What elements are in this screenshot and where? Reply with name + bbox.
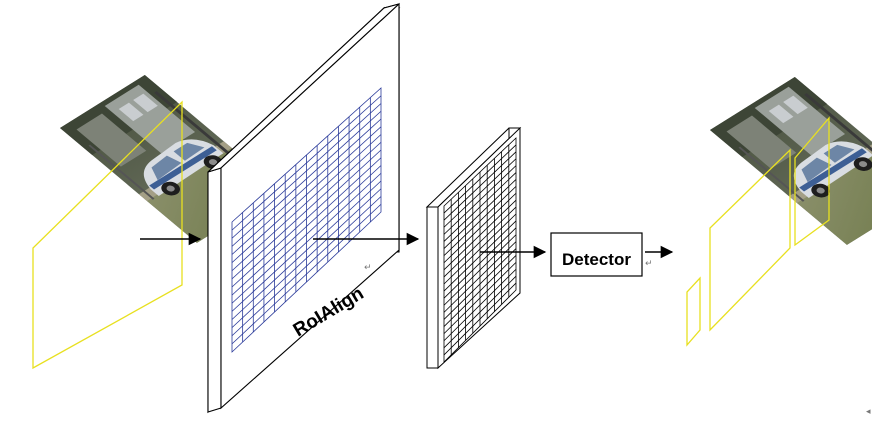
output-image [710,77,872,245]
blackGrid-row-line [443,192,517,264]
blackGrid-row-line [443,206,517,278]
blueGrid-row-line [231,118,382,255]
roi-grid [231,87,382,353]
feature-map-plate [207,2,401,414]
corner-mark: ◂ [866,407,871,417]
street-car-photo-with-boxes-icon [710,77,872,245]
blueGrid-row-line [231,103,382,239]
blackGrid-row-line [443,227,517,299]
blackGrid-row-line [443,282,517,356]
blackGrid-row-line [443,199,517,271]
blackGrid-row-line [443,255,517,327]
roi-feature-grid [443,137,517,363]
output-detection-box-right [794,116,830,247]
detector-label: Detector [562,250,631,269]
blackGrid-row-line [443,213,517,285]
blackGrid-row-line [443,186,517,256]
blueGrid-row-line [231,157,382,296]
blackGrid-row-line [443,220,517,292]
detector-return-mark: ↵ [645,259,653,269]
blueGrid-row-line [231,110,382,247]
roialign-return-mark: ↵ [364,263,372,273]
blueGrid-row-line [231,180,382,320]
blackGrid-row-line [443,172,517,242]
blueGrid-row-line [231,95,382,231]
blueGrid-outline [231,87,382,353]
blackGrid-row-line [443,144,517,214]
blackGrid-row-line [443,158,517,228]
blackGrid-row-line [443,248,517,320]
blueGrid-row-line [231,165,382,304]
blackGrid-row-line [443,275,517,349]
blueGrid-row-line [231,126,382,263]
blackGrid-row-line [443,241,517,313]
blueGrid-row-line [231,149,382,288]
blackGrid-row-line [443,165,517,235]
blueGrid-row-line [231,134,382,272]
blueGrid-row-line [231,188,382,328]
blueGrid-row-line [231,196,382,337]
input-proposal-box [32,100,183,370]
output-detection-box-small [686,276,701,347]
blackGrid-row-line [443,179,517,249]
blueGrid-row-line [231,172,382,312]
blackGrid-row-line [443,262,517,334]
blackGrid-row-line [443,151,517,221]
blueGrid-row-line [231,203,382,345]
blackGrid-outline [443,137,517,363]
detector-box: Detector [550,232,643,277]
output-detection-box-large [709,148,791,332]
blackGrid-row-line [443,234,517,306]
blackGrid-row-line [443,268,517,342]
blueGrid-row-line [231,141,382,280]
